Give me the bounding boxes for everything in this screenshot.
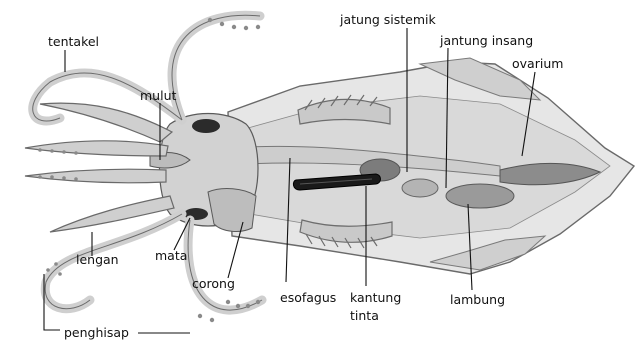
- label-ovarium: ovarium: [512, 56, 563, 71]
- label-lambung: lambung: [450, 292, 505, 307]
- label-tinta: tinta: [350, 308, 379, 323]
- label-mata: mata: [155, 248, 187, 263]
- label-tentakel: tentakel: [48, 34, 99, 49]
- eye-upper: [192, 119, 220, 133]
- label-mulut: mulut: [140, 88, 176, 103]
- label-jantung-sistemik: jatung sistemik: [339, 12, 437, 27]
- funnel: [208, 189, 256, 232]
- label-lengan: lengan: [76, 252, 119, 267]
- label-corong: corong: [192, 276, 235, 291]
- branchial-heart: [402, 179, 438, 197]
- label-kantung: kantung: [350, 290, 401, 305]
- label-penghisap: penghisap: [64, 325, 129, 340]
- label-esofagus: esofagus: [280, 290, 336, 305]
- label-jantung-insang: jantung insang: [439, 33, 533, 48]
- stomach: [446, 184, 514, 208]
